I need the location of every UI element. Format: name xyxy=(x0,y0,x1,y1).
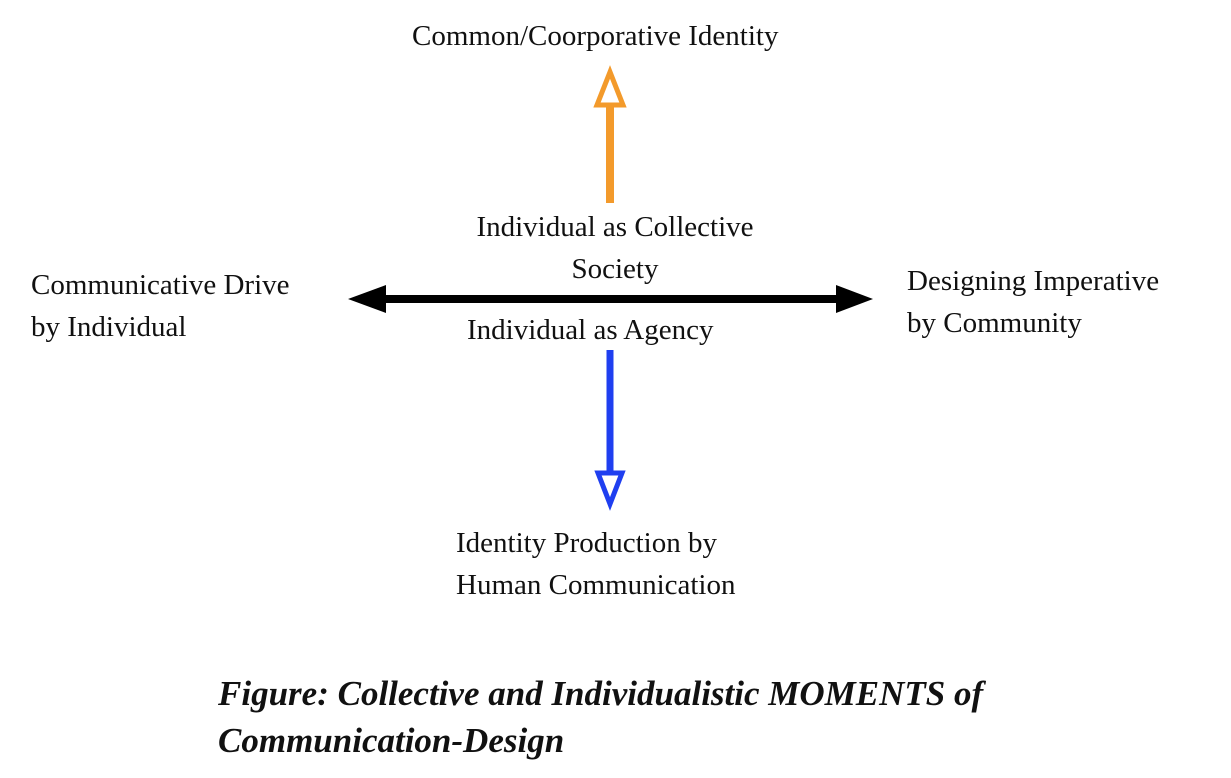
up-arrow xyxy=(593,65,627,203)
upper-center-line-2: Society xyxy=(571,253,659,285)
up-arrow-head xyxy=(593,65,627,108)
figure-caption-line-2: Communication-Design xyxy=(218,721,565,760)
bottom-label-line-2: Human Communication xyxy=(456,569,736,601)
upper-center-line-1: Individual as Collective xyxy=(476,211,754,243)
top-label-line-1: Common/Coorporative Identity xyxy=(412,20,779,52)
left-label-line-2: by Individual xyxy=(31,311,187,343)
horizontal-arrow-left-head xyxy=(348,285,386,313)
left-label-line-1: Communicative Drive xyxy=(31,269,290,301)
horizontal-arrow-right-head xyxy=(836,285,873,313)
left-label: Communicative Drive by Individual xyxy=(31,264,290,348)
figure-caption-line-1: Figure: Collective and Individualistic M… xyxy=(218,674,984,713)
lower-center-line-1: Individual as Agency xyxy=(467,314,714,346)
figure-caption: Figure: Collective and Individualistic M… xyxy=(218,670,983,764)
down-arrow xyxy=(594,350,626,511)
right-label-line-2: by Community xyxy=(907,307,1082,339)
horizontal-arrow xyxy=(348,285,873,313)
right-label-line-1: Designing Imperative xyxy=(907,265,1160,297)
upper-center-label: Individual as Collective Society xyxy=(440,206,790,290)
bottom-label-line-1: Identity Production by xyxy=(456,527,717,559)
lower-center-label: Individual as Agency xyxy=(467,309,713,351)
down-arrow-head xyxy=(594,470,626,511)
right-label: Designing Imperative by Community xyxy=(907,260,1159,344)
bottom-label: Identity Production by Human Communicati… xyxy=(456,522,736,606)
top-label: Common/Coorporative Identity xyxy=(412,15,778,57)
